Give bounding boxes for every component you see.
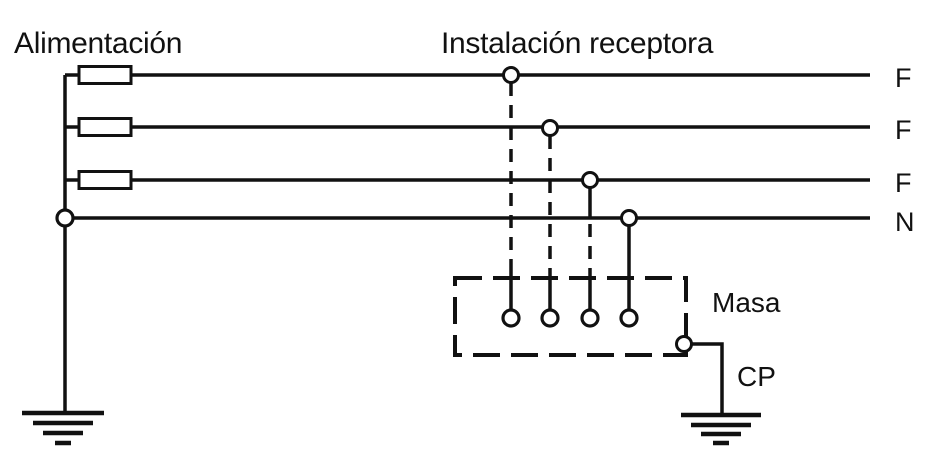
conductor-label-f2: F <box>895 115 912 145</box>
tap-node-4 <box>620 209 638 227</box>
cp-label: CP <box>737 361 776 392</box>
receiver-terminal-2 <box>540 308 560 328</box>
supply-earth-symbol <box>22 410 104 446</box>
tap-node-2 <box>541 119 559 137</box>
masa-node <box>675 335 693 353</box>
cp-earth-symbol <box>681 412 761 446</box>
installation-label: Instalación receptora <box>441 27 714 60</box>
receiver-terminal-3 <box>580 308 600 328</box>
conductor-label-n: N <box>895 207 915 237</box>
receiver-dashed-box <box>453 276 688 357</box>
fuse-3 <box>77 170 133 190</box>
neutral-junction-node <box>55 208 75 228</box>
cp-conductor <box>690 342 724 413</box>
conductor-label-f3: F <box>895 168 912 198</box>
masa-label: Masa <box>712 287 781 318</box>
supply-label: Alimentación <box>14 27 182 60</box>
receiver-terminal-4 <box>619 308 639 328</box>
fuse-1 <box>77 65 133 85</box>
tap-node-3 <box>581 171 599 189</box>
receiver-terminal-1 <box>501 308 521 328</box>
fuse-2 <box>77 117 133 137</box>
tap-node-1 <box>502 66 520 84</box>
conductor-label-f1: F <box>895 63 912 93</box>
